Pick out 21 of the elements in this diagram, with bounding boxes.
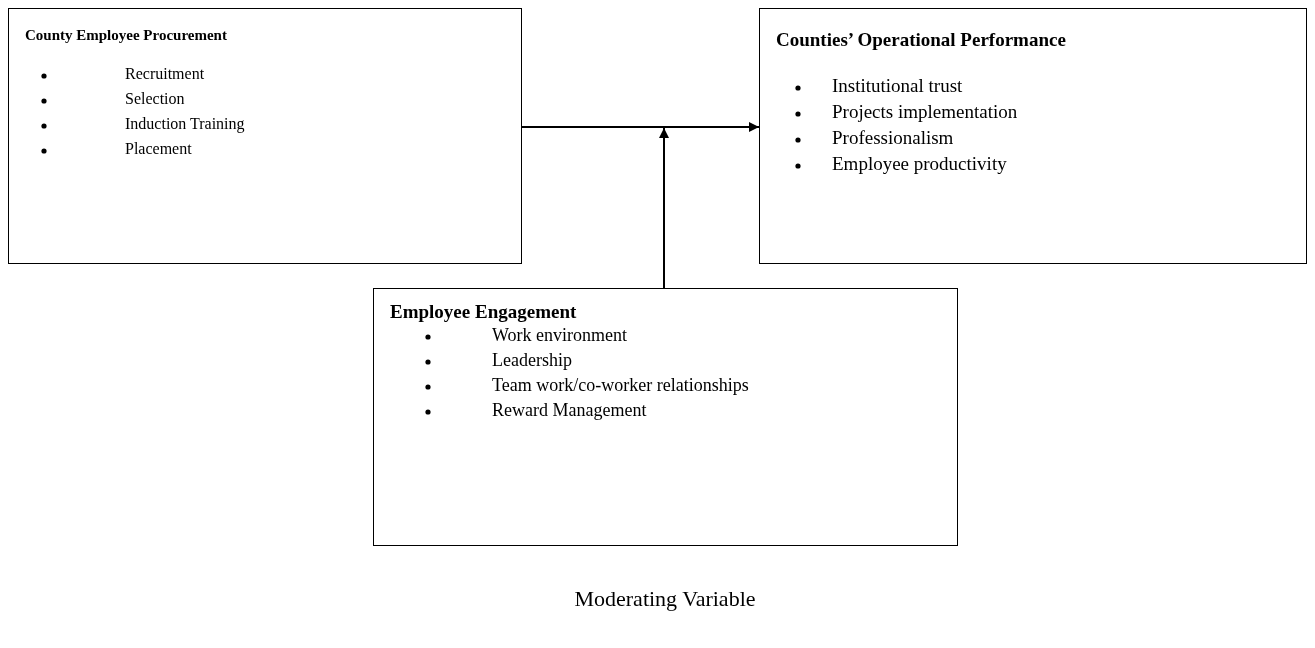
- list-item: Work environment: [492, 325, 628, 346]
- variable-box: [759, 8, 1307, 264]
- list-item: Reward Management: [492, 400, 647, 421]
- box-heading: Counties’ Operational Performance: [776, 29, 1066, 51]
- list-item: Projects implementation: [832, 101, 1018, 123]
- list-item: Induction Training: [125, 115, 245, 133]
- list-item: Recruitment: [125, 65, 205, 83]
- list-item: Institutional trust: [832, 75, 963, 97]
- list-item: Placement: [125, 140, 192, 158]
- box-heading: County Employee Procurement: [25, 27, 227, 44]
- list-item: Professionalism: [832, 127, 954, 149]
- list-item: Selection: [125, 90, 185, 108]
- arrow: [659, 127, 669, 289]
- variable-box: [373, 288, 958, 546]
- box-heading: Employee Engagement: [390, 301, 577, 323]
- list-item: Leadership: [492, 350, 572, 371]
- variable-box: [8, 8, 522, 264]
- list-item: Team work/co-worker relationships: [492, 375, 749, 396]
- arrow: [521, 122, 760, 132]
- list-item: Employee productivity: [832, 153, 1007, 175]
- caption-label: Moderating Variable: [574, 586, 756, 612]
